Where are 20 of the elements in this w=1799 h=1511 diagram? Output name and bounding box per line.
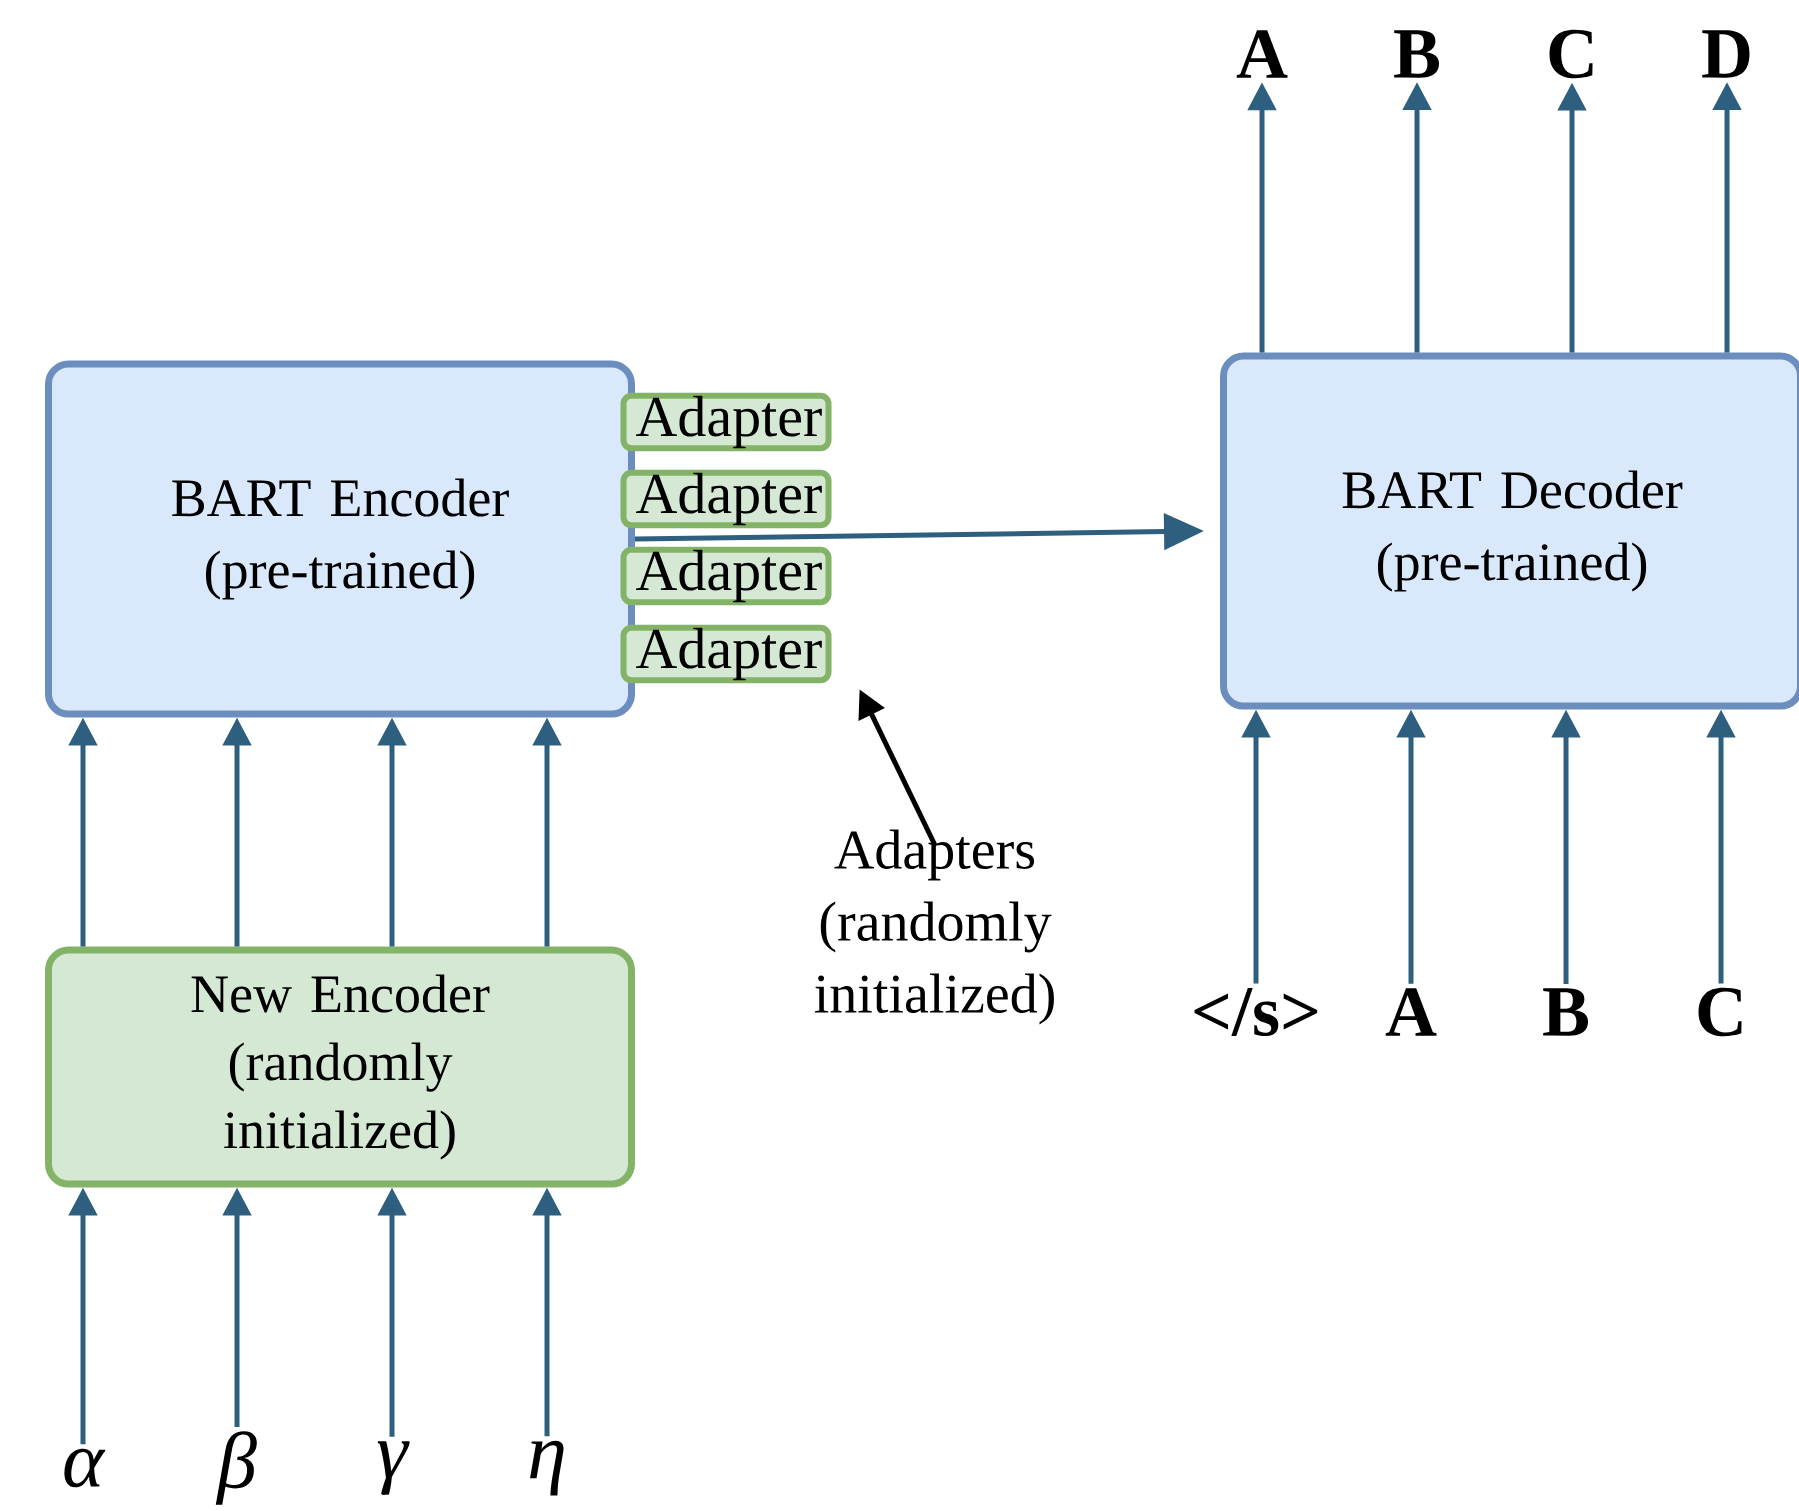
adapter-box: Adapter	[620, 546, 832, 606]
adapter-box: Adapter	[620, 392, 832, 452]
input-symbol: η	[530, 1440, 564, 1496]
input-token: B	[1543, 988, 1588, 1036]
input-token: A	[1385, 988, 1437, 1036]
adapter-box: Adapter	[620, 624, 832, 684]
output-token: C	[1549, 29, 1593, 79]
input-token: C	[1698, 987, 1742, 1037]
annotation-text: Adapters (randomly initialized)	[814, 829, 1054, 1025]
decoder-box: BART Decoder (pre-trained)	[1220, 352, 1799, 710]
output-token: D	[1702, 30, 1750, 78]
input-symbol: β	[215, 1431, 257, 1505]
adapter-box: Adapter	[620, 469, 832, 529]
encoder-box: New Encoder (randomly initialized)	[45, 946, 635, 1188]
input-token: </s>	[1194, 987, 1318, 1037]
output-token: B	[1394, 30, 1439, 78]
input-symbol: γ	[377, 1441, 410, 1495]
encoder-box: BART Encoder (pre-trained)	[45, 360, 635, 718]
input-symbol: α	[64, 1448, 106, 1488]
output-token: A	[1236, 30, 1288, 78]
